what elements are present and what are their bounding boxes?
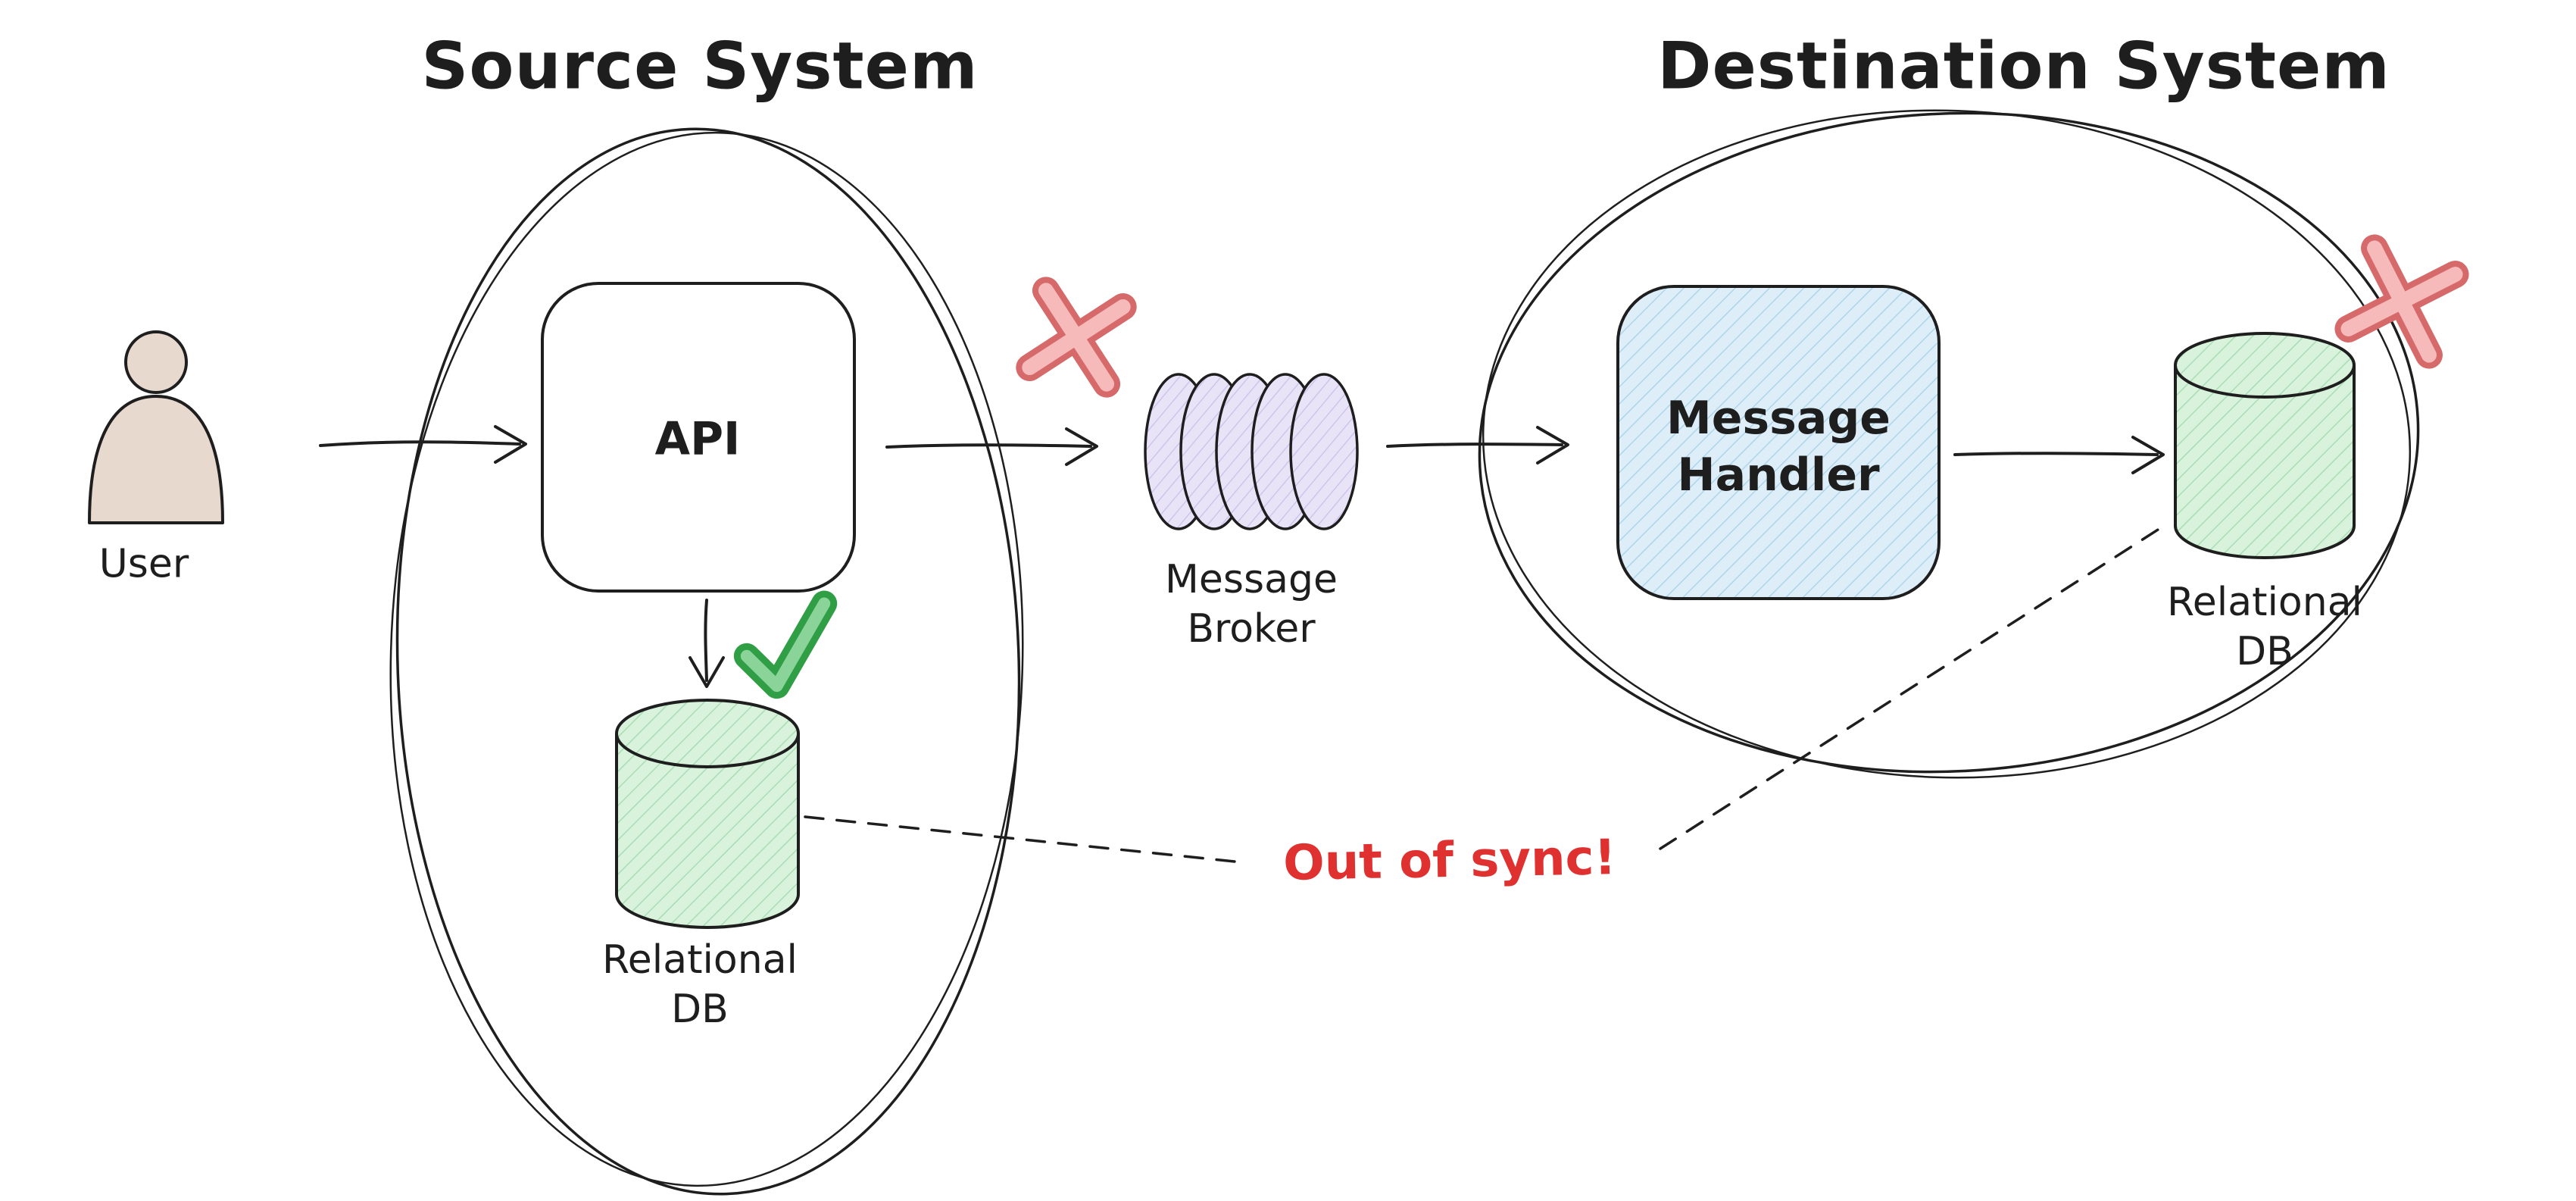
destination-db-label-line1: Relational: [2166, 580, 2363, 625]
destination-system-boundary: [1478, 109, 2420, 779]
error-x-destination-icon: [2334, 234, 2469, 369]
source-db-label-line2: DB: [671, 987, 729, 1032]
api-label: API: [654, 412, 741, 466]
out-of-sync-label: Out of sync!: [1282, 830, 1617, 892]
message-handler-label-line2: Handler: [1677, 449, 1880, 502]
user-icon: [88, 330, 224, 524]
error-x-source-icon: [1016, 277, 1137, 398]
dashed-line-source-db: [804, 815, 1244, 864]
message-broker-cylinder: [1144, 373, 1359, 530]
message-broker-label: Message Broker: [1165, 555, 1338, 654]
destination-system-title: Destination System: [1657, 28, 2390, 105]
message-handler-box: [1616, 285, 1941, 600]
source-db-cylinder: [615, 699, 800, 929]
dashed-line-destination-db: [1659, 523, 2168, 850]
arrow-broker-to-handler: [1386, 426, 1569, 464]
arrow-api-to-broker: [885, 427, 1098, 466]
arrow-handler-to-db: [1953, 436, 2165, 474]
source-db-label: Relational DB: [602, 936, 798, 1034]
arrow-user-to-api: [319, 425, 527, 464]
api-box: [541, 282, 856, 593]
arrow-api-to-db: [688, 599, 725, 688]
destination-db-cylinder: [2174, 332, 2356, 559]
destination-db-label-line2: DB: [2236, 629, 2293, 674]
check-icon: [733, 590, 838, 699]
source-db-label-line1: Relational: [601, 937, 798, 983]
message-handler-label: Message Handler: [1666, 390, 1891, 504]
source-system-boundary: [389, 127, 1024, 1196]
user-label: User: [98, 541, 189, 587]
destination-db-label: Relational DB: [2167, 578, 2362, 677]
source-system-title: Source System: [421, 28, 979, 105]
message-broker-label-line1: Message: [1165, 557, 1338, 602]
message-handler-label-line1: Message: [1666, 392, 1891, 445]
message-broker-label-line2: Broker: [1187, 606, 1316, 652]
